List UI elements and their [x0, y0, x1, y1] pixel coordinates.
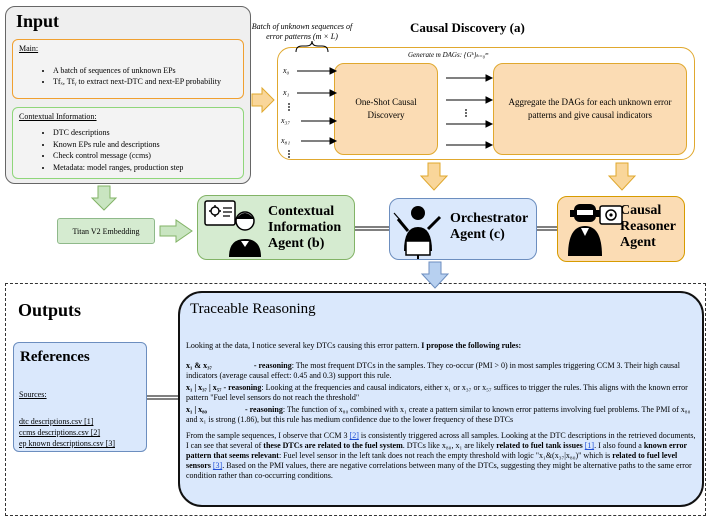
reasoning-paragraph: From the sample sequences, I observe tha…	[186, 431, 698, 481]
orchestrator-agent-box: Orchestrator Agent (c)	[389, 198, 537, 260]
x-label: x₃₇	[281, 116, 291, 125]
embedding-label: Titan V2 Embedding	[72, 226, 140, 236]
references-box: References Sources: dtc descriptions.csv…	[13, 342, 147, 452]
rule-1: x₁ & x₃₇ - reasoning: The most frequent …	[186, 361, 696, 380]
aggregate-box: Aggregate the DAGs for each unknown erro…	[493, 63, 687, 155]
input-to-embedding-arrow	[90, 185, 118, 211]
rule-2: x₁ | x₃₇ | x₅₇ - reasoning: Looking at t…	[186, 383, 696, 402]
input-title: Input	[16, 11, 60, 31]
reasoning-intro-bold: I propose the following rules:	[421, 341, 522, 350]
para-e-bold: related to fuel level sensors	[186, 451, 678, 470]
context-list: DTC descriptions Known EPs rule and desc…	[39, 128, 239, 174]
embedding-to-contextual-arrow	[159, 219, 193, 243]
input-to-causal-arrow	[251, 86, 275, 114]
context-item: Check control message (ccms)	[53, 151, 239, 162]
batch-label: Batch of unknown sequences of error patt…	[240, 22, 364, 42]
para-c-bold: related to fuel tank issues	[496, 441, 583, 450]
x-label: x₈₁	[281, 136, 291, 145]
rule-1-label: - reasoning	[253, 361, 292, 370]
x-label: x₁	[283, 88, 290, 97]
context-inputs-box: Contextual Information: DTC descriptions…	[12, 107, 244, 179]
contextual-agent-box: Contextual Information Agent (b)	[197, 195, 355, 260]
causal-reasoner-title-line: Reasoner	[620, 219, 676, 234]
ref-link[interactable]: [2]	[349, 431, 359, 440]
rule-1-text: : The most frequent DTCs in the samples.…	[186, 361, 680, 380]
embedding-box: Titan V2 Embedding	[57, 218, 155, 244]
causal-to-orchestrator-arrow	[419, 162, 449, 191]
one-shot-label: One-Shot Causal Discovery	[355, 97, 417, 120]
rule-2-head: x₁ | x₃₇ | x₅₇	[186, 383, 222, 392]
rule-3-label: - reasoning	[244, 405, 283, 414]
reasoning-box: Traceable Reasoning Looking at the data,…	[178, 291, 704, 507]
orchestrator-agent-title: Orchestrator Agent (c)	[450, 211, 528, 243]
contextual-agent-title: Contextual Information Agent (b)	[268, 204, 341, 252]
main-list: A batch of sequences of unknown EPs Tfₓ,…	[39, 66, 239, 88]
generate-label: Generate m DAGs: {Gᵏ}ₖ₌₀ᵐ	[408, 51, 489, 59]
context-item: Metadata: model ranges, production step	[53, 163, 239, 174]
para-d: . I also found a	[594, 441, 642, 450]
x-label: x₀	[283, 66, 290, 75]
causal-title: Causal Discovery (a)	[410, 20, 525, 35]
batch-label-line2: error patterns (m × L)	[266, 32, 338, 41]
causal-reasoner-agent-box: Causal Reasoner Agent	[557, 196, 685, 262]
causal-reasoner-title: Causal Reasoner Agent	[620, 203, 676, 251]
reasoning-intro: Looking at the data, I notice several ke…	[186, 341, 694, 350]
para-b-bold: these DTCs are related to the fuel syste…	[263, 441, 403, 450]
source-link[interactable]: dtc descriptions.csv [1]	[19, 417, 94, 426]
para-e: : Fuel level sensor in the left tank doe…	[278, 451, 611, 460]
outputs-title: Outputs	[18, 300, 82, 320]
outputs-panel	[5, 283, 706, 516]
one-shot-box: One-Shot Causal Discovery	[334, 63, 438, 155]
rule-2-text: : Looking at the frequencies and causal …	[186, 383, 688, 402]
batch-label-line1: Batch of unknown sequences of	[251, 22, 353, 31]
rule-3: x₁ | x₈₀ - reasoning: The function of x₈…	[186, 405, 696, 424]
para-d-bold: known error pattern that seems relevant	[186, 441, 687, 460]
sources-label: Sources:	[19, 390, 47, 399]
ref-link[interactable]: [3]	[212, 461, 223, 470]
rule-3-head: x₁ | x₈₀	[186, 405, 207, 414]
causal-reasoner-title-line: Causal	[620, 203, 662, 218]
aggregate-label: Aggregate the DAGs for each unknown erro…	[508, 97, 672, 120]
main-label: Main:	[19, 44, 39, 53]
main-item: Tfₓ, Tfᵧ to extract next-DTC and next-EP…	[53, 77, 239, 87]
causal-to-reasoner-arrow	[607, 162, 637, 191]
source-link[interactable]: ep known descriptions.csv [3]	[19, 439, 115, 448]
input-panel: Input Main: A batch of sequences of unkn…	[5, 6, 251, 184]
context-item: Known EPs rule and descriptions	[53, 140, 239, 151]
context-item: DTC descriptions	[53, 128, 239, 139]
references-title: References	[20, 349, 90, 365]
source-link[interactable]: ccms descriptions.csv [2]	[19, 428, 101, 437]
para-c: . DTCs like x₈₀, x₁ are likely	[402, 441, 495, 450]
rule-2-label: - reasoning	[223, 383, 262, 392]
main-item: A batch of sequences of unknown EPs	[53, 66, 239, 76]
para-b: is consistently triggered across all sam…	[186, 431, 696, 450]
contextual-agent-title-line: Agent (b)	[268, 236, 325, 251]
main-inputs-box: Main: A batch of sequences of unknown EP…	[12, 39, 244, 99]
rule-1-head: x₁ & x₃₇	[186, 361, 212, 370]
orchestrator-agent-title-line: Orchestrator	[450, 211, 529, 226]
contextual-agent-title-line: Information	[268, 220, 342, 235]
rule-3-text: : The function of x₈₀ combined with x₁ c…	[186, 405, 691, 424]
para-f: . Based on the PMI values, there are neg…	[186, 461, 692, 480]
context-label: Contextual Information:	[19, 112, 97, 121]
para-a: From the sample sequences, I observe tha…	[186, 431, 348, 440]
contextual-agent-title-line: Contextual	[268, 204, 335, 219]
causal-reasoner-title-line: Agent	[620, 235, 656, 250]
reasoning-title: Traceable Reasoning	[190, 301, 316, 317]
orchestrator-agent-title-line: Agent (c)	[450, 227, 505, 242]
ref-link[interactable]: [1]	[584, 441, 595, 450]
reasoning-intro-text: Looking at the data, I notice several ke…	[186, 341, 420, 350]
